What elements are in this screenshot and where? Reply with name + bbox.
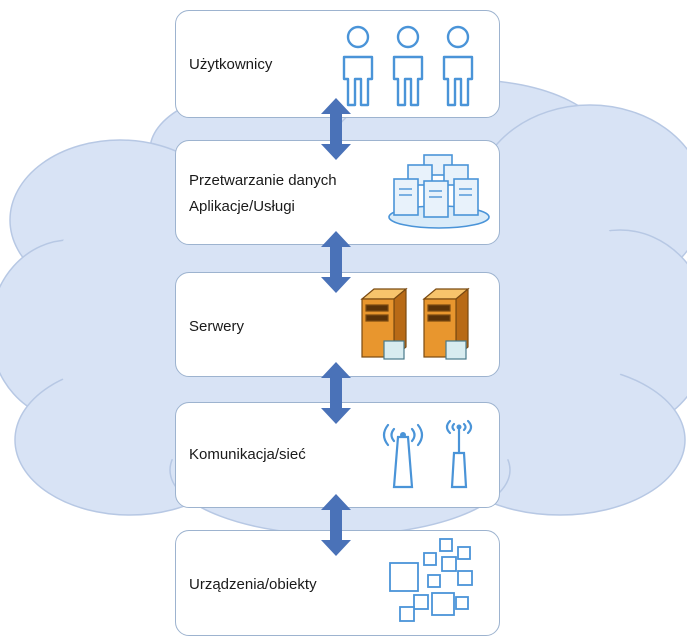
antenna-icon — [382, 419, 473, 489]
layer-label: Serwery — [189, 318, 245, 335]
layer-label: Komunikacja/sieć — [189, 446, 306, 463]
layer-data-processing: Przetwarzanie danych Aplikacje/Usługi — [175, 140, 500, 245]
data-processing-icon — [388, 154, 490, 229]
users-icon — [342, 25, 474, 107]
arrow-users-processing — [321, 98, 351, 160]
arrow-servers-communication — [321, 362, 351, 424]
arrow-communication-devices — [321, 494, 351, 556]
devices-icon — [389, 538, 473, 622]
layer-label: Urządzenia/obiekty — [189, 576, 317, 593]
layer-label-line1: Przetwarzanie danych — [189, 172, 337, 189]
server-icon — [360, 287, 470, 360]
arrow-processing-servers — [321, 231, 351, 293]
layer-label: Użytkownicy — [189, 56, 273, 73]
layer-label-line2: Aplikacje/Usługi — [189, 198, 295, 215]
